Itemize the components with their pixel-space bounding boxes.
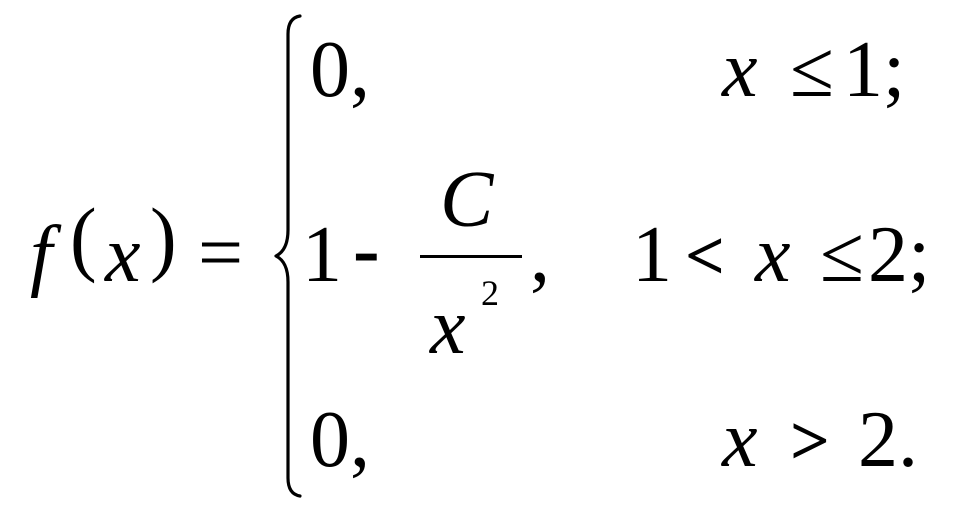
case-3-condition-variable: x bbox=[722, 396, 758, 484]
case-1-condition-operator: ≤ bbox=[790, 26, 834, 114]
function-name: f bbox=[30, 211, 53, 299]
case-1-expression: 0, bbox=[310, 26, 370, 114]
case-1-condition-variable: x bbox=[722, 26, 758, 114]
case-3-condition-operator: > bbox=[790, 403, 830, 480]
case-2-condition-operator-1: < bbox=[685, 218, 725, 295]
case-2-denominator-exponent: 2 bbox=[481, 273, 499, 313]
case-2-denominator-variable: x bbox=[430, 283, 466, 371]
case-2-condition-variable: x bbox=[755, 211, 791, 299]
case-3-expression: 0, bbox=[310, 396, 370, 484]
function-variable: x bbox=[105, 211, 141, 299]
case-2-one: 1 bbox=[302, 211, 342, 299]
case-2-comma: , bbox=[530, 211, 550, 299]
case-2-numerator: C bbox=[440, 156, 494, 244]
case-2-condition-value: 2; bbox=[868, 211, 931, 299]
left-paren: ( bbox=[70, 191, 97, 285]
right-paren: ) bbox=[150, 191, 177, 285]
fraction-bar bbox=[420, 255, 522, 258]
left-brace bbox=[274, 14, 302, 498]
case-2-condition-left: 1 bbox=[632, 211, 672, 299]
case-2-minus: - bbox=[353, 206, 380, 294]
case-1-condition-value: 1; bbox=[843, 26, 906, 114]
equals-sign: = bbox=[198, 209, 244, 297]
case-3-condition-value: 2. bbox=[858, 396, 918, 484]
case-2-condition-operator-2: ≤ bbox=[820, 211, 864, 299]
